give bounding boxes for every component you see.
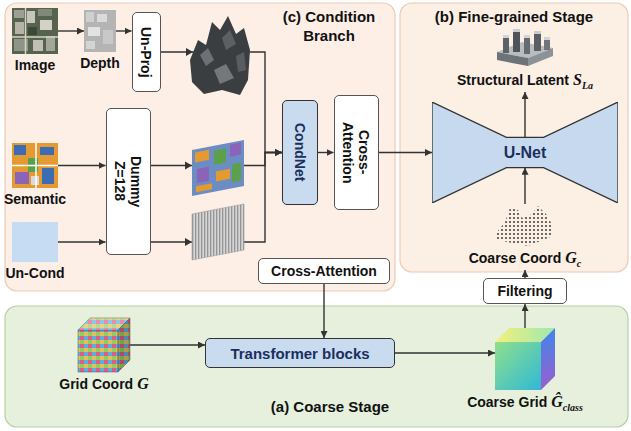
unet-polygon [432, 102, 618, 203]
uncond-projection [192, 204, 244, 260]
caption: Coarse GridĜclass [467, 393, 583, 412]
grid-coord-cube [78, 318, 130, 372]
coarse-grid-tile: Coarse GridĜclass [495, 328, 555, 390]
box-label: Cross-Attention [271, 263, 377, 279]
point-cloud [190, 16, 250, 95]
connector [395, 352, 495, 353]
math-symbol: G [565, 249, 577, 266]
caption: Grid CoordG [59, 375, 148, 393]
cross-attention-box: Cross-Attention [334, 95, 379, 210]
caption: Un-Cond [5, 265, 64, 282]
filtering-box: Filtering [483, 278, 567, 304]
connector [524, 92, 525, 137]
coarse-coord-points [497, 206, 553, 246]
box-label: Cross-Attention [340, 114, 372, 192]
image-tile: Image [12, 8, 58, 54]
box-label: Un-Proj [138, 27, 154, 78]
connector [318, 152, 334, 153]
caption: Depth [80, 55, 120, 72]
panel-heading: (b) Fine-grained Stage [405, 8, 623, 27]
caption: Image [15, 57, 55, 74]
caption: Structural LatentSLa [457, 71, 593, 90]
semantic-map [12, 143, 58, 188]
uncond-map [12, 222, 58, 262]
coarse-stage-panel: (a) Coarse Stage Grid CoordG Transformer b… [5, 306, 628, 427]
connector [524, 304, 525, 328]
connector [130, 344, 205, 345]
structural-latent-blocks [497, 29, 553, 66]
box-label: Dummy Z=128 [112, 150, 144, 214]
semantic-tile: Semantic [12, 143, 58, 188]
caption-text: Coarse Coord [469, 250, 562, 266]
depth-tile: Depth [84, 10, 116, 52]
math-symbol: Ĝ [551, 393, 563, 410]
coarse-panel-ground [5, 306, 628, 427]
grid-coord-tile: Grid CoordG [78, 318, 130, 372]
caption-text: Coarse Grid [467, 394, 547, 410]
box-label: Filtering [497, 283, 552, 299]
condition-panel-ground [5, 3, 395, 291]
connector [116, 30, 132, 31]
unet-shape: U-Net [432, 102, 618, 203]
coarse-grid-cube [495, 328, 555, 390]
connector [524, 270, 525, 278]
condition-branch-panel: (c) Condition BranchImageDepthUn-ProjSem… [5, 3, 395, 291]
caption-text: Image [15, 57, 55, 73]
aerial-photo [12, 8, 58, 54]
box-label: CondNet [292, 123, 308, 181]
caption-text: Grid Coord [59, 376, 133, 392]
caption: Coarse CoordGc [469, 249, 582, 268]
connector [524, 168, 525, 204]
connector [161, 52, 283, 153]
arrow-head [185, 162, 192, 170]
uncond-tile: Un-Cond [12, 222, 58, 262]
unet-label: U-Net [504, 144, 547, 162]
connector [323, 284, 324, 338]
math-symbol: G [137, 375, 149, 392]
connector [58, 241, 106, 242]
unproj-box: Un-Proj [132, 12, 161, 92]
fine-panel-ground [400, 3, 628, 272]
transformer-box: Transformer blocks [205, 338, 395, 368]
connector [58, 30, 84, 31]
panel-heading: (a) Coarse Stage [250, 398, 410, 417]
coarse-coord-tile: Coarse CoordGc [495, 204, 555, 246]
arrow-head [186, 48, 193, 56]
dummy-box: Dummy Z=128 [106, 108, 151, 255]
subscript: c [577, 258, 581, 269]
depth-map [84, 10, 116, 52]
box-label: Transformer blocks [230, 345, 369, 362]
fine-grained-panel: (b) Fine-grained StageStructural LatentS… [400, 3, 628, 272]
arrow-head [185, 238, 192, 246]
math-symbol: S [573, 71, 582, 88]
structural-latent-tile: Structural LatentSLa [495, 28, 555, 68]
caption-text: Semantic [4, 191, 66, 207]
subscript: class [563, 402, 583, 413]
subscript: La [582, 80, 593, 91]
caption: Semantic [4, 191, 66, 208]
condnet-box: CondNet [282, 100, 318, 205]
panel-heading: (c) Condition Branch [268, 8, 390, 46]
semantic-projection [192, 140, 244, 196]
caption-text: Structural Latent [457, 72, 569, 88]
cross-attention-box: Cross-Attention [258, 258, 390, 284]
caption-text: Depth [80, 55, 120, 71]
connector [379, 152, 433, 153]
connector [58, 165, 106, 166]
caption-text: Un-Cond [5, 265, 64, 281]
